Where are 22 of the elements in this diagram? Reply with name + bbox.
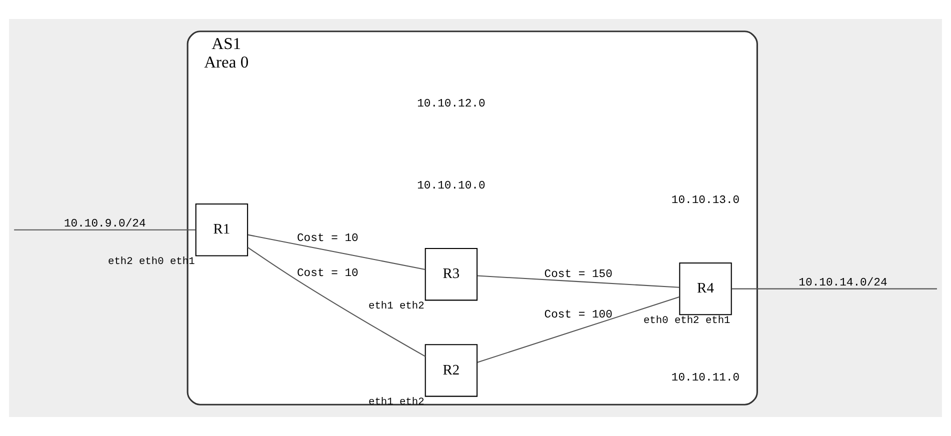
label: 10.10.12.0 <box>417 98 486 111</box>
connector <box>477 296 680 363</box>
node-box: R1 <box>195 204 248 256</box>
label: 10.10.11.0 <box>671 372 740 385</box>
connector <box>247 246 426 357</box>
node-label: eth1 eth2 <box>368 300 424 312</box>
node-box: R4 <box>679 262 732 316</box>
edge-label: 10.10.14.0/24 <box>798 278 888 290</box>
connector <box>14 229 196 230</box>
edge-label: 10.10.9.0/24 <box>64 218 146 231</box>
label: 10.10.10.0 <box>417 180 486 192</box>
edge-label: Cost = 10 <box>296 233 358 246</box>
label: 10.10.13.0 <box>671 194 740 207</box>
node-box: R2 <box>424 344 478 397</box>
connector <box>248 234 426 270</box>
edge-label: Cost = 150 <box>544 269 612 282</box>
edge-label: Cost = 10 <box>296 268 358 280</box>
node-label: eth0 eth2 eth1 <box>643 314 730 327</box>
connector <box>477 275 680 288</box>
node-box: R3 <box>424 248 478 301</box>
edge-label: Cost = 100 <box>544 310 612 322</box>
connector <box>732 288 937 290</box>
